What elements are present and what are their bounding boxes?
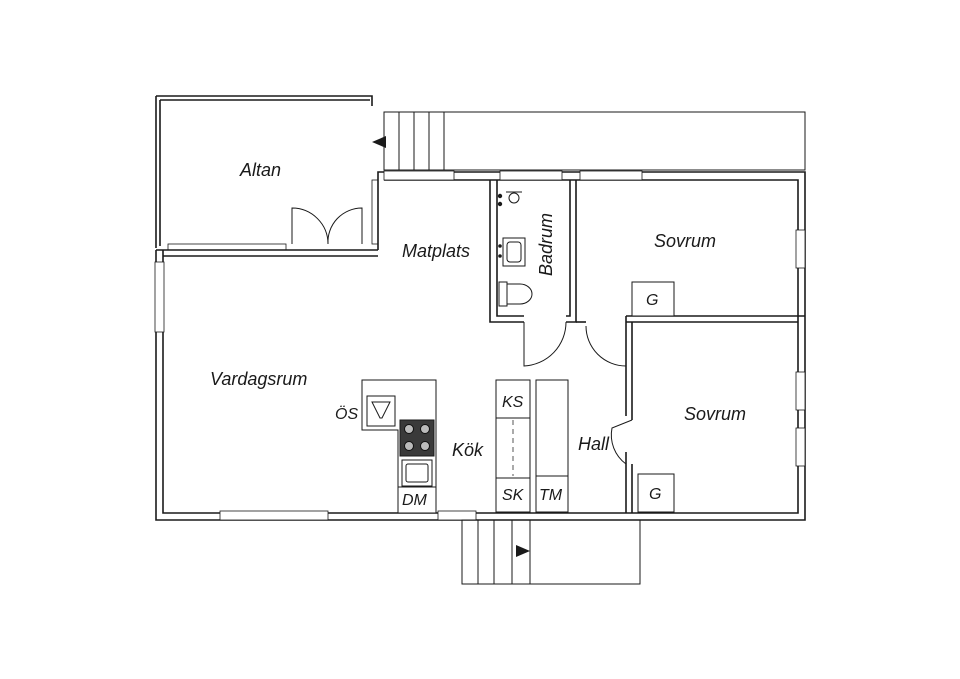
exterior-walls — [155, 171, 806, 521]
entry-arrow-icon — [372, 136, 386, 148]
room-label-sovrum-bottom: Sovrum — [684, 404, 746, 424]
room-label-hall: Hall — [578, 434, 610, 454]
shower-icon — [497, 191, 522, 207]
room-label-badrum: Badrum — [536, 213, 556, 276]
fixture-label-fridge: KS — [502, 394, 524, 411]
room-label-altan: Altan — [239, 160, 281, 180]
wardrobe-top — [631, 281, 675, 317]
altan-side-railing — [371, 179, 379, 245]
sink-icon — [498, 237, 526, 267]
room-label-sovrum-top: Sovrum — [654, 231, 716, 251]
altan-door[interactable] — [291, 207, 363, 245]
hall-cabinets — [495, 379, 569, 513]
fixture-label-wardrobe-bottom: G — [649, 486, 661, 503]
upper-stairs — [372, 111, 806, 171]
fixture-label-wardrobe-top: G — [646, 292, 658, 309]
fixture-label-freezer: SK — [502, 487, 525, 504]
stove-icon — [399, 419, 435, 457]
sovrum-bottom-door[interactable] — [610, 419, 633, 465]
fixture-label-dryer: TM — [539, 487, 563, 504]
fixture-label-oven-stove: ÖS — [335, 405, 358, 423]
badrum-door[interactable] — [523, 321, 567, 367]
altan-railing — [167, 243, 287, 251]
windows — [154, 170, 806, 521]
toilet-icon — [498, 281, 533, 307]
sovrum-top-door[interactable] — [585, 322, 627, 367]
kitchen-counter — [361, 379, 437, 514]
room-label-matplats: Matplats — [402, 241, 470, 261]
room-label-kok: Kök — [452, 440, 484, 460]
fixture-label-dishwasher: DM — [402, 492, 428, 509]
lower-stairs — [461, 519, 641, 585]
entry-arrow-icon — [516, 545, 530, 557]
wardrobe-bottom — [637, 473, 675, 513]
room-label-vardagsrum: Vardagsrum — [210, 369, 307, 389]
altan-area — [155, 95, 379, 251]
